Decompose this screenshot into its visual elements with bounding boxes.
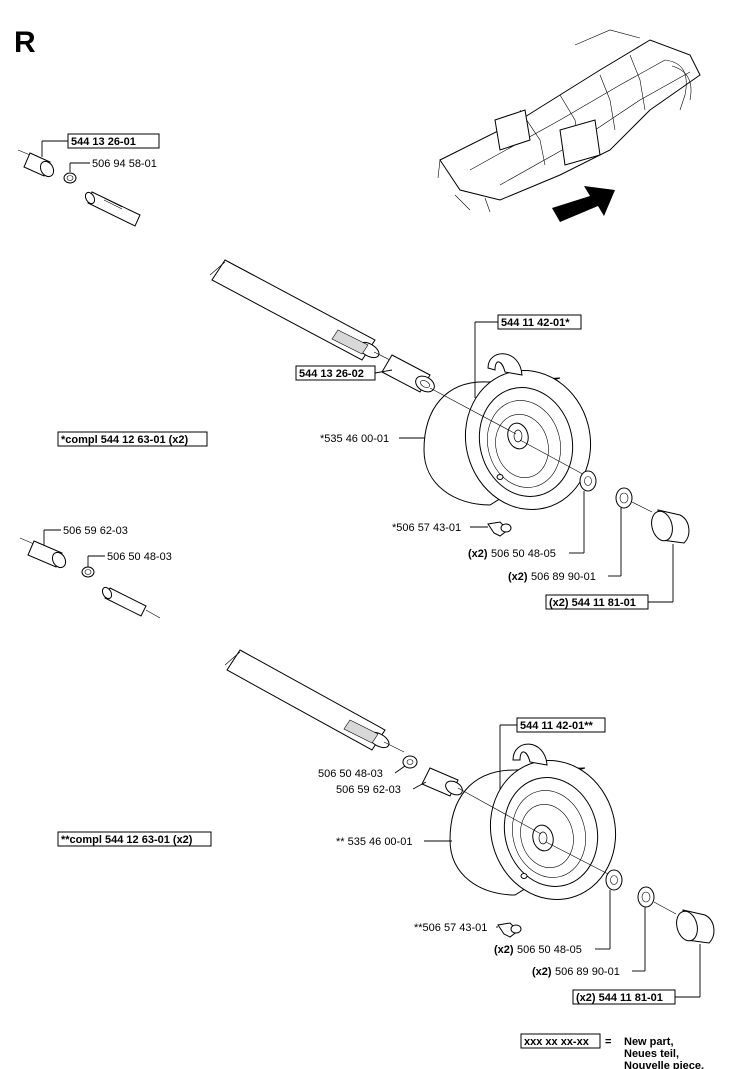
svg-text:**506 57 43-01: **506 57 43-01 — [414, 922, 487, 934]
label-506-57-43-01-star: *506 57 43-01 — [392, 522, 488, 534]
middle-wheel — [423, 353, 592, 510]
bottom-wheel — [449, 743, 617, 900]
svg-text:Nouvelle piece,: Nouvelle piece, — [624, 1060, 704, 1069]
svg-text:506 89 90-01: 506 89 90-01 — [531, 571, 596, 583]
svg-text:544 13 26-02: 544 13 26-02 — [299, 368, 364, 380]
bottom-sleeve — [421, 767, 463, 797]
new-part-legend: xxx xx xx-xx = New part, Neues teil, Nou… — [520, 1033, 704, 1069]
label-544-11-81-01-mid: (x2) 544 11 81-01 — [545, 544, 674, 610]
svg-text:506 50 48-03: 506 50 48-03 — [318, 768, 383, 780]
label-506-50-48-03-bottom: 506 50 48-03 — [318, 765, 406, 780]
svg-text:(x2): (x2) — [508, 571, 528, 583]
bottom-valve — [497, 922, 522, 938]
svg-text:New part,: New part, — [624, 1036, 674, 1048]
svg-text:544 11 42-01**: 544 11 42-01** — [520, 720, 594, 732]
svg-text:(x2): (x2) — [494, 944, 514, 956]
middle-clip — [615, 487, 653, 513]
svg-text:506 59 62-03: 506 59 62-03 — [336, 784, 401, 796]
label-506-57-43-01-dstar: **506 57 43-01 — [414, 922, 498, 934]
svg-text:(x2) 544 11 81-01: (x2) 544 11 81-01 — [549, 597, 636, 609]
direction-arrow-icon — [552, 186, 615, 222]
bottom-clip — [637, 886, 677, 915]
svg-text:506 50 48-03: 506 50 48-03 — [107, 551, 172, 563]
bottom-cap — [676, 909, 715, 944]
top-axle-assembly — [17, 149, 141, 227]
label-535-46-00-01-star: *535 46 00-01 — [320, 433, 425, 445]
svg-text:506 50 48-05: 506 50 48-05 — [491, 548, 556, 560]
svg-text:Neues teil,: Neues teil, — [624, 1048, 679, 1060]
bottom-washer-left — [402, 755, 418, 769]
tractor-frame-thumbnail — [437, 29, 701, 222]
svg-text:*506 57 43-01: *506 57 43-01 — [392, 522, 461, 534]
svg-text:(x2) 544 11 81-01: (x2) 544 11 81-01 — [576, 992, 663, 1004]
svg-text:*535 46 00-01: *535 46 00-01 — [320, 433, 389, 445]
svg-text:506 89 90-01: 506 89 90-01 — [555, 966, 620, 978]
middle-axle-shaft — [209, 259, 391, 361]
label-506-89-90-01-mid: (x2) 506 89 90-01 — [508, 508, 622, 583]
label-compl-544-12-63-01-star: *compl 544 12 63-01 (x2) — [57, 431, 208, 447]
section-letter: R — [14, 26, 36, 59]
middle-sleeve — [381, 354, 435, 393]
svg-text:544 13 26-01: 544 13 26-01 — [71, 136, 136, 148]
label-506-50-48-05-mid: (x2) 506 50 48-05 — [468, 491, 585, 560]
label-506-89-90-01-bottom: (x2) 506 89 90-01 — [532, 907, 646, 978]
label-compl-544-12-63-01-dstar: **compl 544 12 63-01 (x2) — [57, 831, 212, 847]
bottom-axle-shaft — [224, 649, 405, 753]
svg-text:506 50 48-05: 506 50 48-05 — [517, 944, 582, 956]
label-535-46-00-01-dstar: ** 535 46 00-01 — [336, 836, 452, 848]
svg-text:506 94 58-01: 506 94 58-01 — [92, 158, 157, 170]
svg-text:(x2): (x2) — [532, 966, 552, 978]
label-544-11-42-01-dstar: 544 11 42-01** — [499, 717, 606, 790]
svg-text:(x2): (x2) — [468, 548, 488, 560]
label-506-59-62-03-bottom: 506 59 62-03 — [336, 781, 427, 796]
label-506-50-48-03-left: 506 50 48-03 — [87, 551, 172, 567]
middle-valve — [487, 521, 512, 537]
middle-washer — [579, 470, 597, 492]
label-544-13-26-02: 544 13 26-02 — [295, 365, 393, 381]
label-506-94-58-01: 506 94 58-01 — [69, 158, 157, 172]
label-506-50-48-05-bottom: (x2) 506 50 48-05 — [494, 890, 611, 956]
svg-text:xxx xx xx-xx: xxx xx xx-xx — [524, 1036, 590, 1048]
label-544-11-42-01-star: 544 11 42-01* — [474, 314, 582, 398]
label-506-59-62-03-left: 506 59 62-03 — [43, 525, 128, 545]
label-544-13-26-01: 544 13 26-01 — [41, 133, 160, 157]
svg-text:*compl 544 12 63-01 (x2): *compl 544 12 63-01 (x2) — [61, 434, 189, 446]
label-544-11-81-01-bottom: (x2) 544 11 81-01 — [572, 944, 701, 1005]
left-axle-assembly — [19, 537, 161, 619]
svg-text:544 11 42-01*: 544 11 42-01* — [501, 317, 570, 329]
svg-text:506 59 62-03: 506 59 62-03 — [63, 525, 128, 537]
middle-cap — [651, 509, 690, 544]
svg-text:=: = — [605, 1036, 611, 1048]
bottom-washer-right — [605, 869, 623, 891]
svg-text:** 535 46 00-01: ** 535 46 00-01 — [336, 836, 412, 848]
svg-text:**compl 544 12 63-01 (x2): **compl 544 12 63-01 (x2) — [61, 834, 193, 846]
